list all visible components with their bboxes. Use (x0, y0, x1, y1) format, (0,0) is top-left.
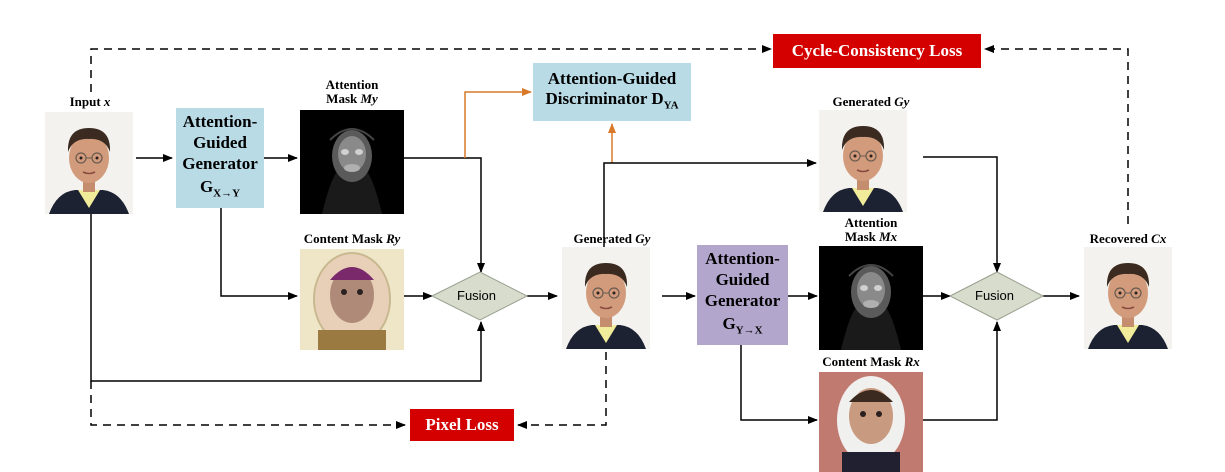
arrow-input-to-fusion1 (90, 214, 485, 382)
content-mask-ry-label: Content Mask Ry (303, 231, 401, 246)
arrow-gen-yx-to-content-rx (740, 345, 818, 424)
attention-mask-my-label: Attention Mask My (325, 77, 379, 106)
attention-mask-my-image (299, 109, 405, 215)
dashed-input-to-cycle-loss (90, 45, 772, 92)
content-mask-rx-label: Content Mask Rx (822, 354, 920, 369)
generated-gy-top-image (818, 109, 908, 213)
generated-gy-image (561, 246, 651, 350)
arrow-generated-top-to-fusion2 (923, 156, 1001, 273)
cycle-consistency-loss-box: Cycle-Consistency Loss (773, 34, 981, 68)
dashed-input-to-pixel-loss (90, 381, 406, 429)
pixel-loss-box: Pixel Loss (410, 409, 514, 441)
arrow-mask-to-discriminator (464, 88, 532, 158)
arrow-mask-my-to-fusion1 (403, 157, 485, 273)
fusion-2-node (948, 271, 1045, 321)
generated-gy-label: Generated Gy (573, 231, 651, 246)
recovered-cx-image (1083, 246, 1173, 350)
generator-yx-box: Attention- Guided Generator GY→X (697, 245, 788, 345)
attention-mask-mx-label: Attention Mask Mx (844, 215, 898, 244)
arrow-generated-to-generated-top (603, 159, 817, 248)
dashed-recovered-to-cycle-loss (984, 45, 1129, 224)
arrow-gen-xy-to-content-ry (220, 208, 298, 300)
content-mask-ry-image (300, 249, 404, 350)
fusion-1-node (430, 271, 529, 321)
generator-xy-box: Attention- Guided Generator GX→Y (176, 108, 264, 208)
attention-mask-mx-image (818, 245, 924, 351)
fusion-2-label: Fusion (975, 288, 1015, 303)
input-x-label: Input x (69, 94, 111, 109)
fusion-1-label: Fusion (457, 288, 497, 303)
discriminator-box: Attention-Guided Discriminator DYA (533, 63, 691, 121)
dashed-generated-to-pixel-loss (517, 352, 607, 429)
arrow-content-rx-to-fusion2 (923, 321, 1001, 421)
generated-gy-top-label: Generated Gy (832, 94, 910, 109)
recovered-cx-label: Recovered Cx (1089, 231, 1167, 246)
content-mask-rx-image (819, 372, 923, 472)
input-x-image (44, 111, 134, 215)
